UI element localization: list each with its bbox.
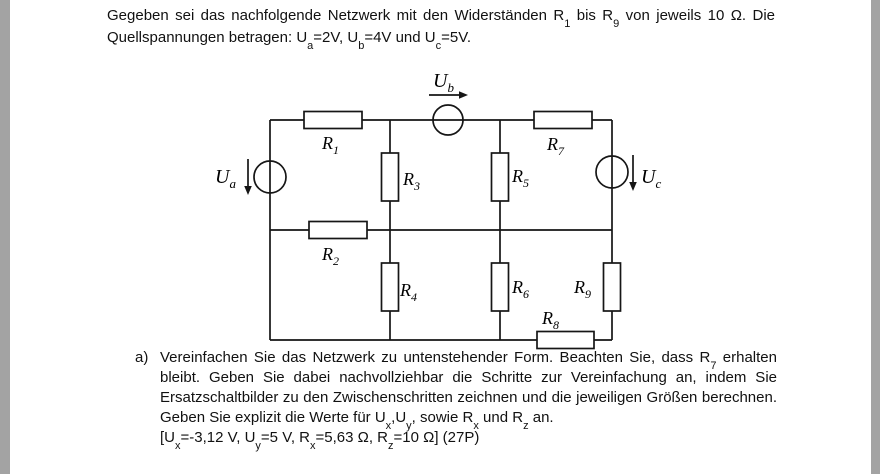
resistor-r3-label: R3	[402, 169, 420, 193]
resistor-r4-label: R4	[399, 280, 417, 304]
resistor-r2-label: R2	[321, 244, 339, 268]
ua-voltage-arrowhead	[244, 186, 252, 195]
resistor-r6: R6	[490, 262, 529, 312]
resistor-r6-body	[490, 262, 510, 312]
wire-network	[269, 119, 613, 341]
page-edge-left	[0, 0, 10, 474]
resistor-r3-body	[380, 152, 400, 202]
uc-source-circle	[595, 155, 629, 189]
resistor-r5: R5	[490, 152, 529, 202]
voltage-source-uc: Uc	[595, 155, 661, 191]
problem-statement: Gegeben sei das nachfolgende Netzwerk mi…	[107, 7, 776, 52]
resistor-r7-body	[533, 110, 593, 130]
resistor-r4: R4	[380, 262, 417, 312]
resistor-r6-label: R6	[511, 277, 529, 301]
resistor-r8-body	[536, 330, 595, 350]
resistor-r1-body	[303, 110, 363, 130]
uc-voltage-arrowhead	[629, 182, 637, 191]
task-a-marker: a)	[135, 349, 149, 366]
ub-label: Ub	[433, 70, 454, 95]
resistor-r8: R8	[536, 308, 595, 350]
resistor-r5-body	[490, 152, 510, 202]
ua-source-circle	[253, 160, 287, 194]
uc-label: Uc	[641, 166, 661, 191]
resistor-r1-label: R1	[321, 133, 339, 157]
voltage-source-ua: Ua	[215, 159, 287, 195]
resistor-r9: R9	[573, 262, 622, 312]
resistor-r9-body	[602, 262, 622, 312]
voltage-source-ub: Ub	[429, 70, 468, 136]
resistor-r9-label: R9	[573, 277, 591, 301]
circuit-wires	[269, 119, 613, 341]
ua-label: Ua	[215, 166, 236, 191]
ub-voltage-arrowhead	[459, 91, 468, 99]
resistor-r7-label: R7	[546, 134, 565, 158]
resistor-r7: R7	[533, 110, 593, 158]
resistor-r2: R2	[308, 220, 368, 268]
task-a: a) Vereinfachen Sie das Netzwerk zu unte…	[135, 348, 777, 452]
resistor-r8-label: R8	[541, 308, 559, 332]
resistor-r2-body	[308, 220, 368, 240]
page-edge-right	[871, 0, 880, 474]
task-a-answer-note: [Ux=-3,12 V, Uy=5 V, Rx=5,63 Ω, Rz=10 Ω]…	[160, 429, 480, 452]
task-a-text: Vereinfachen Sie das Netzwerk zu untenst…	[160, 349, 777, 432]
resistor-r4-body	[380, 262, 400, 312]
resistor-r1: R1	[303, 110, 363, 157]
resistor-r5-label: R5	[511, 166, 529, 190]
ub-source-circle	[432, 104, 464, 136]
resistor-r3: R3	[380, 152, 420, 202]
